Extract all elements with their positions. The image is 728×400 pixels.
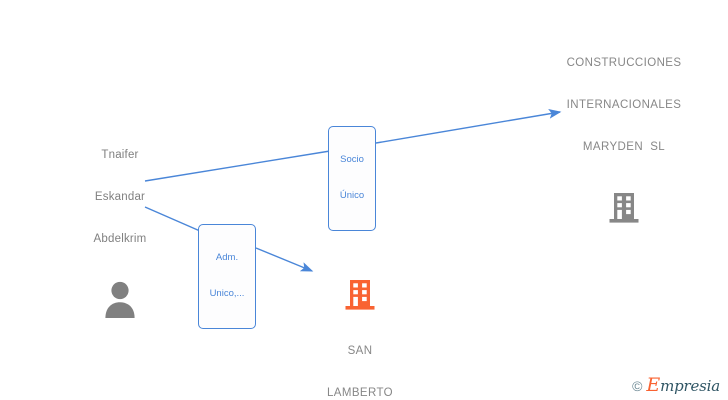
edge-label-socio-unico[interactable]: Socio Único	[328, 126, 376, 231]
company-bottom-label: SAN LAMBERTO MIRALBUENO...	[270, 316, 450, 400]
edge-label-adm-unico-line1: Adm.	[215, 252, 239, 263]
person-label-line3: Abdelkrim	[93, 233, 147, 245]
edge-socio-unico	[144, 109, 562, 182]
company-bottom-label-line2: LAMBERTO	[326, 387, 394, 399]
edge-label-adm-unico-line2: Unico,...	[209, 288, 245, 299]
node-company-construcciones-internacionales-maryden-sl[interactable]: CONSTRUCCIONES INTERNACIONALES MARYDEN S…	[534, 28, 714, 224]
node-company-san-lamberto-miralbueno[interactable]: SAN LAMBERTO MIRALBUENO...	[270, 277, 450, 400]
node-person[interactable]: Tnaifer Eskandar Abdelkrim	[70, 120, 170, 318]
building-icon	[534, 190, 714, 224]
copyright-icon: ©	[632, 378, 643, 394]
company-top-label-line2: INTERNACIONALES	[566, 99, 682, 111]
brand-rest: mpresia	[660, 377, 720, 395]
brand-wordmark: Empresia	[646, 376, 720, 395]
edge-label-adm-unico[interactable]: Adm. Unico,...	[198, 224, 256, 329]
company-bottom-label-line1: SAN	[347, 345, 373, 357]
company-top-label: CONSTRUCCIONES INTERNACIONALES MARYDEN S…	[534, 28, 714, 182]
edge-adm-unico	[144, 206, 314, 272]
person-label-line2: Eskandar	[94, 191, 146, 203]
empresia-watermark: © Empresia	[632, 376, 720, 395]
person-label: Tnaifer Eskandar Abdelkrim	[70, 120, 170, 274]
company-top-label-line3: MARYDEN SL	[582, 141, 666, 153]
person-icon	[70, 280, 170, 318]
company-top-label-line1: CONSTRUCCIONES	[566, 57, 682, 69]
edge-label-socio-unico-line2: Único	[339, 190, 365, 201]
edge-label-socio-unico-line1: Socio	[340, 154, 364, 165]
building-icon	[270, 277, 450, 311]
brand-initial: E	[646, 374, 661, 396]
person-label-line1: Tnaifer	[101, 149, 139, 161]
